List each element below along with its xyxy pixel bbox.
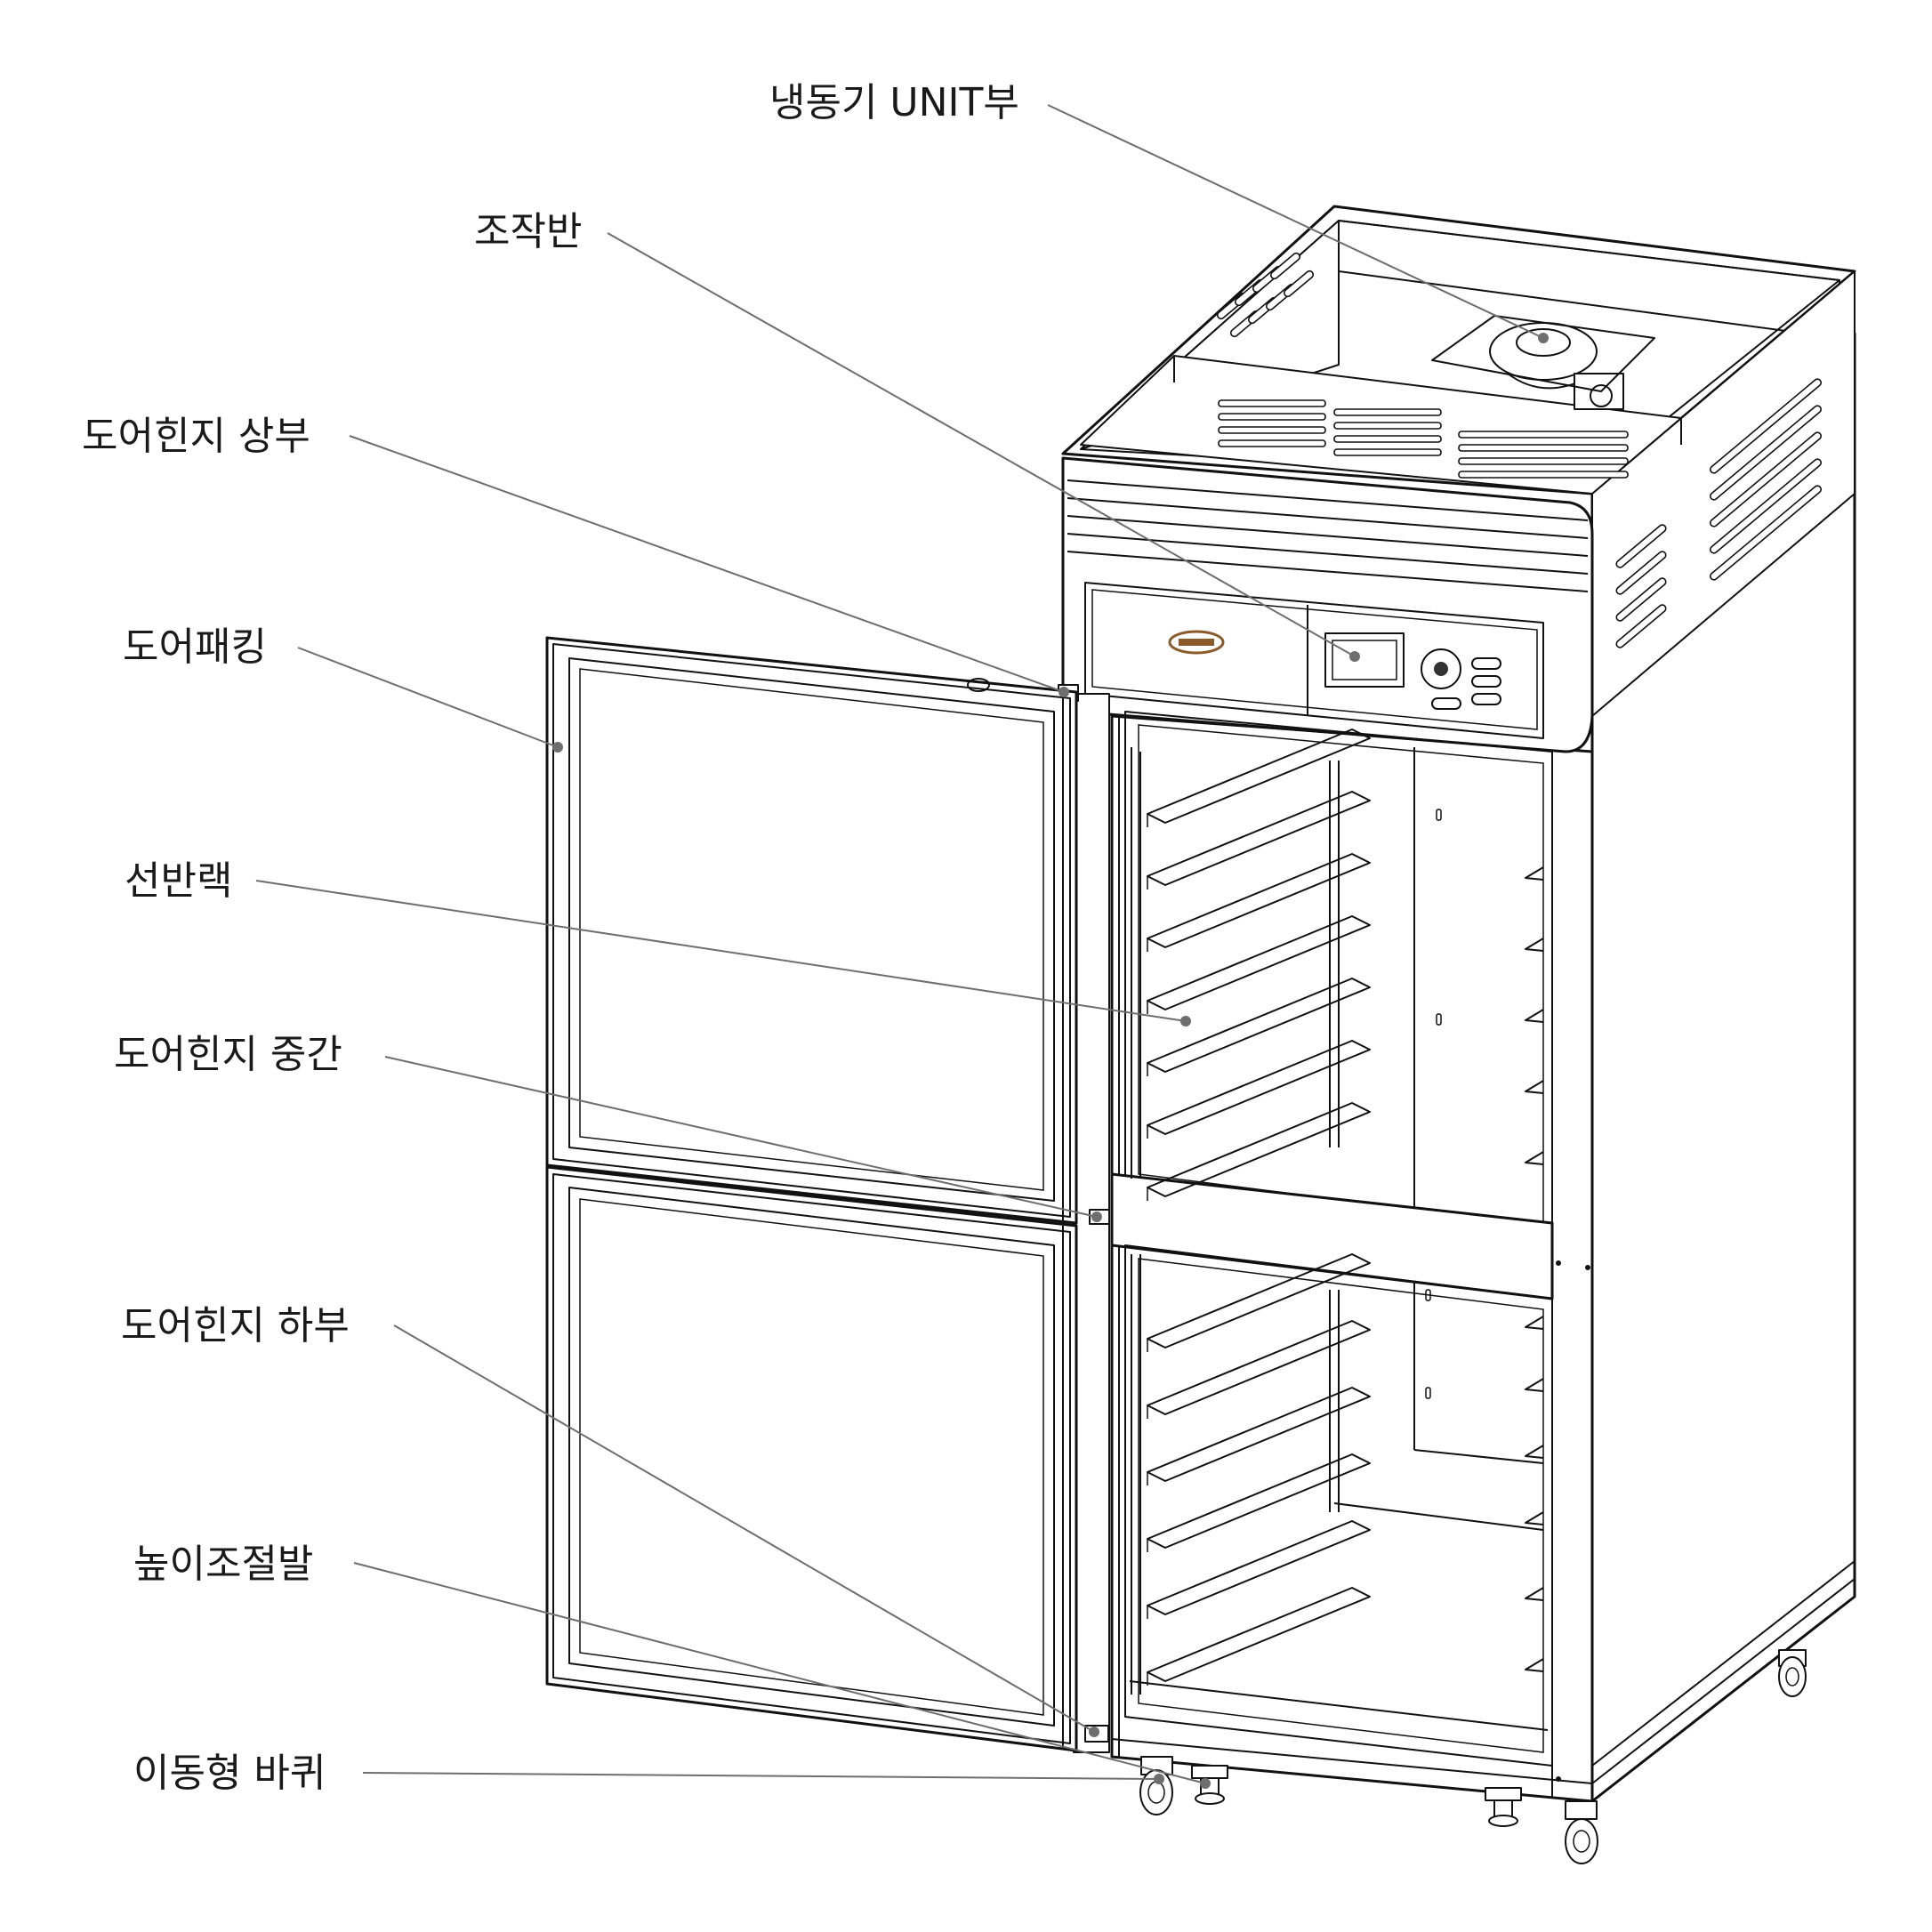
caster-front-left	[1139, 1756, 1173, 1815]
shelf-tray	[1147, 729, 1371, 824]
leader-door-packing	[297, 647, 563, 753]
shelf-tray	[1147, 1453, 1371, 1549]
lower-door-gasket	[568, 1187, 1055, 1727]
shelf-tray	[1147, 1253, 1371, 1348]
label-leveling-foot: 높이조절발	[133, 1542, 313, 1587]
shelf-tray	[1147, 1387, 1371, 1482]
leader-freezer-unit	[1047, 104, 1549, 343]
upper-door[interactable]	[545, 636, 1078, 1225]
cabinet-body	[1110, 332, 1856, 1803]
left-vent-grille	[1216, 252, 1315, 338]
shelf-tray	[1147, 1520, 1371, 1615]
leader-door-hinge-bottom	[393, 1324, 1099, 1737]
shelf-tray	[1147, 978, 1371, 1073]
hinge-post	[1058, 684, 1110, 1753]
label-freezer-unit: 냉동기 UNIT부	[769, 80, 1019, 125]
leader-control-panel	[607, 232, 1360, 662]
label-control-panel: 조작반	[474, 209, 582, 254]
middle-vent-grille	[1218, 399, 1629, 479]
label-door-hinge-bottom: 도어힌지 하부	[121, 1303, 350, 1348]
shelf-tray	[1147, 791, 1371, 886]
label-door-hinge-middle: 도어힌지 중간	[114, 1032, 342, 1077]
leader-door-hinge-top	[349, 435, 1069, 697]
leader-caster-wheel	[362, 1772, 1164, 1784]
caster-back-right	[1778, 1649, 1807, 1697]
shelf-tray	[1147, 1587, 1371, 1682]
shelf-rack	[1131, 729, 1371, 1695]
shelf-tray	[1147, 1102, 1371, 1197]
shelf-tray	[1147, 1040, 1371, 1135]
right-vent-grille	[1615, 378, 1823, 648]
lower-door[interactable]	[545, 1165, 1078, 1752]
leader-shelf-rack	[255, 880, 1191, 1026]
label-caster-wheel: 이동형 바퀴	[133, 1751, 326, 1796]
shelf-tray	[1147, 853, 1371, 948]
shelf-tray	[1147, 1320, 1371, 1415]
leader-leveling-foot	[353, 1562, 1211, 1789]
casters	[1139, 1649, 1807, 1864]
upper-door-gasket	[568, 657, 1055, 1202]
callout-labels: 냉동기 UNIT부 조작반 도어힌지 상부 도어패킹 선반랙 도어힌지 중간 도…	[82, 80, 1019, 1796]
freezer-unit-housing	[1061, 205, 1856, 717]
label-door-packing: 도어패킹	[123, 624, 267, 670]
label-door-hinge-top: 도어힌지 상부	[82, 414, 310, 459]
interior-lower	[1124, 1244, 1553, 1767]
leader-door-hinge-middle	[384, 1056, 1102, 1222]
caster-front-right	[1565, 1800, 1598, 1864]
label-shelf-rack: 선반랙	[125, 858, 232, 904]
shelf-tray	[1147, 915, 1371, 1010]
brand-logo	[1168, 630, 1225, 655]
callout-leaders	[255, 104, 1549, 1789]
leveling-foot-right	[1485, 1787, 1522, 1827]
front-header	[1061, 456, 1594, 753]
